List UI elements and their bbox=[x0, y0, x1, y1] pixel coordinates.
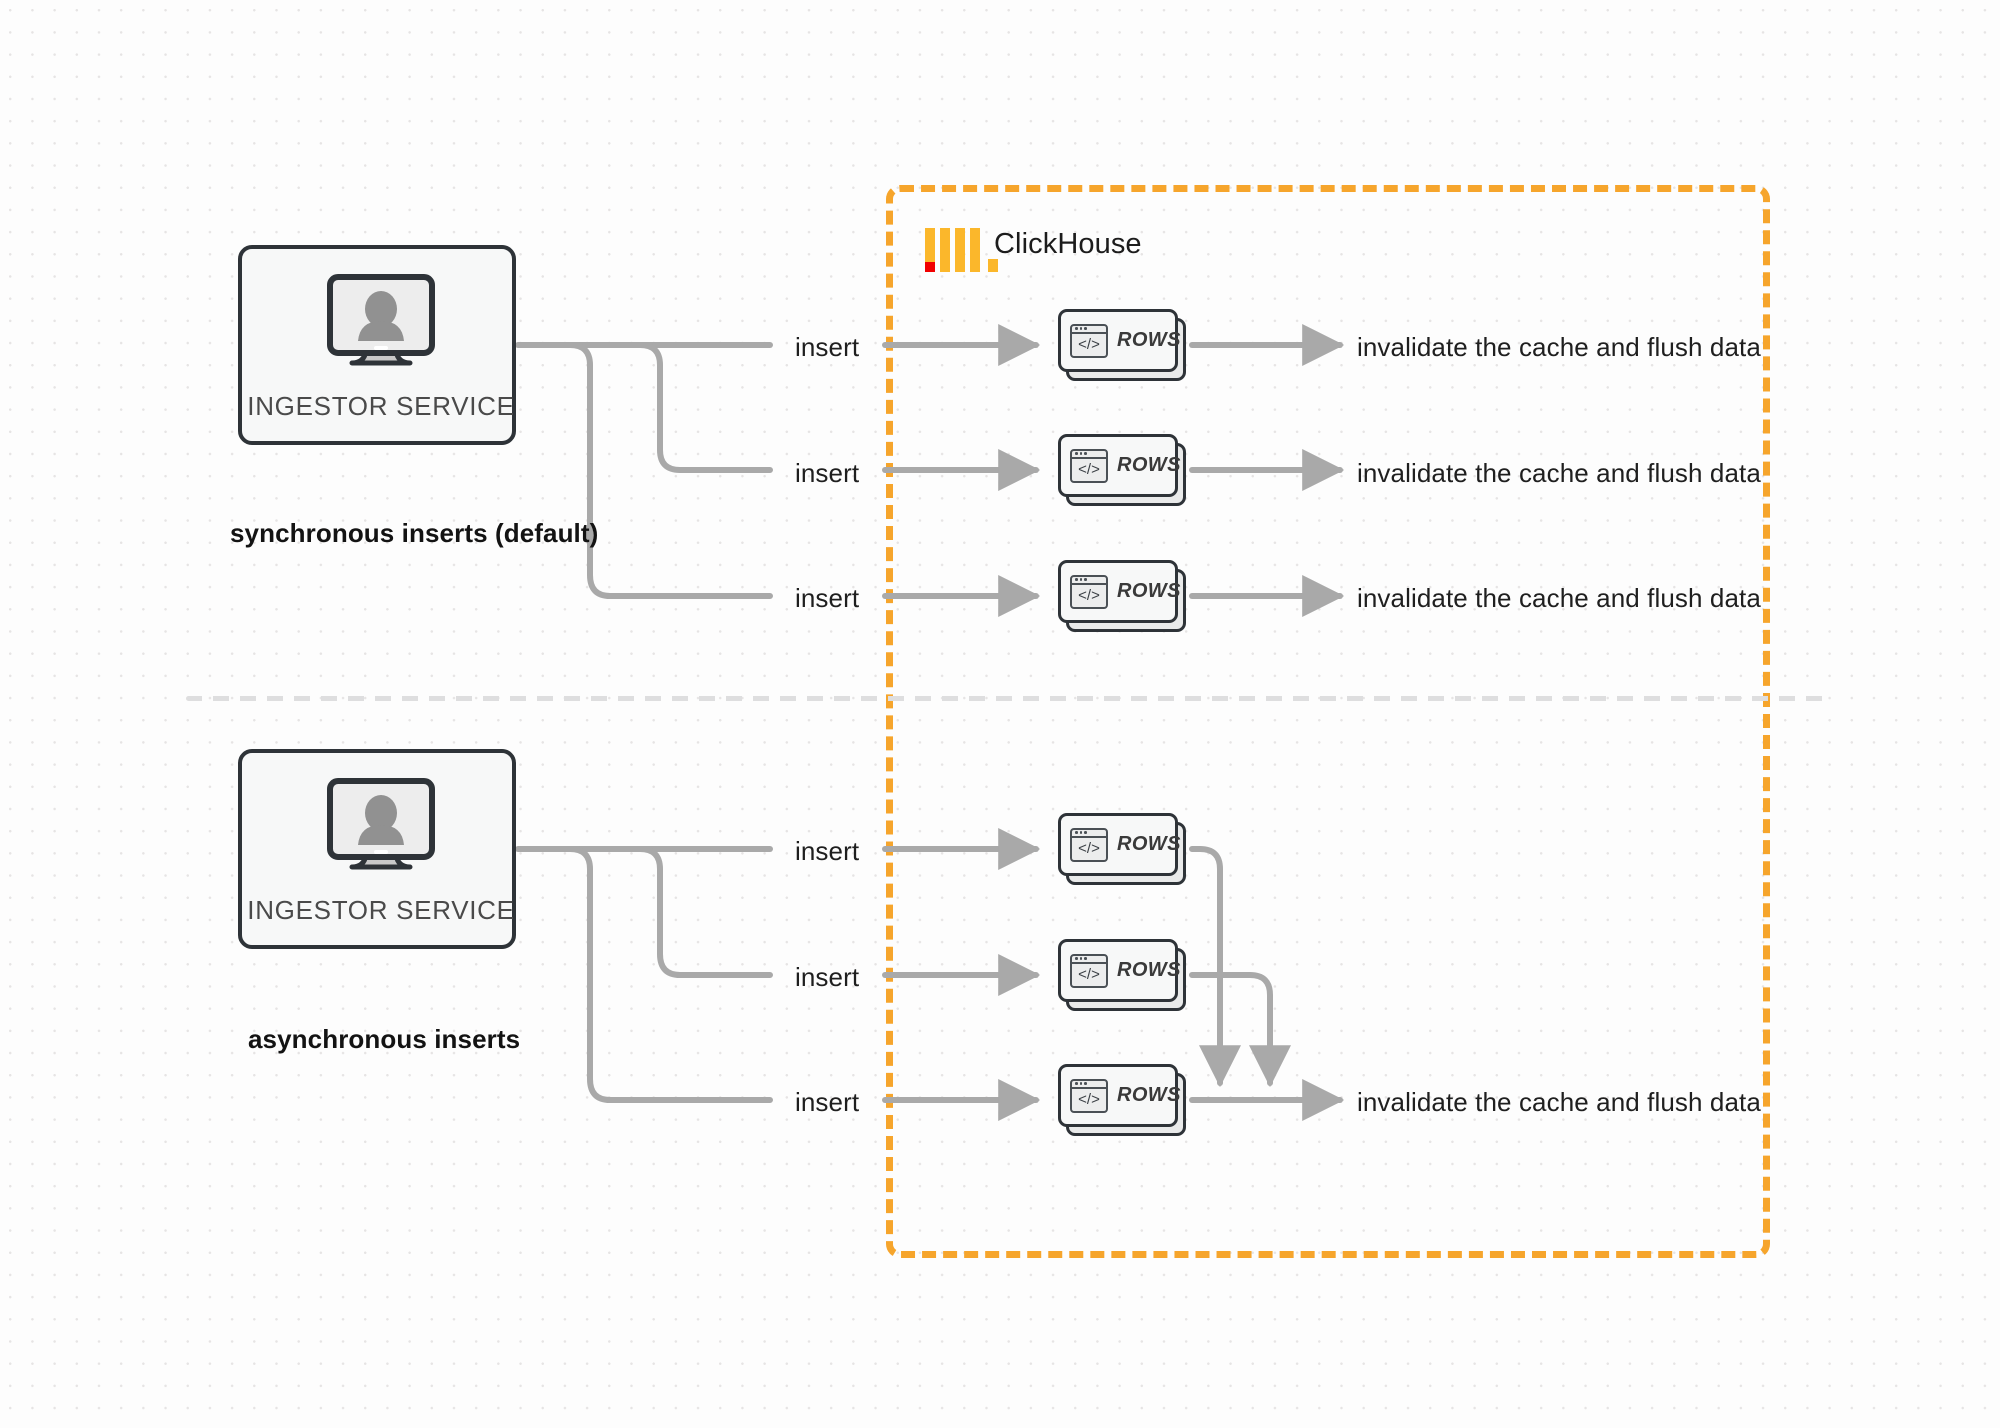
rows-card-front: </> ROWS bbox=[1058, 1064, 1181, 1127]
async-ingestor-service-label: INGESTOR SERVICE bbox=[247, 895, 515, 925]
section-divider bbox=[186, 696, 1826, 701]
rows-card-front: </> ROWS bbox=[1058, 560, 1181, 623]
clickhouse-boundary bbox=[886, 185, 1770, 1258]
async-insert-label-3: insert bbox=[795, 1087, 860, 1117]
window-dot bbox=[1079, 1082, 1082, 1085]
rows-label: ROWS bbox=[1117, 580, 1181, 602]
async-insert-label-1: insert bbox=[795, 836, 860, 866]
code-window-icon: </> bbox=[1070, 1078, 1108, 1113]
sync-insert-label-3: insert bbox=[795, 583, 860, 613]
window-titlebar bbox=[1072, 577, 1106, 585]
rows-label: ROWS bbox=[1117, 1084, 1181, 1106]
sync-branch-2 bbox=[577, 342, 773, 473]
code-glyph: </> bbox=[1078, 840, 1100, 857]
code-glyph: </> bbox=[1078, 336, 1100, 353]
sync-insert-label-1: insert bbox=[795, 332, 860, 362]
logo-bar-3 bbox=[955, 228, 965, 272]
clickhouse-logo bbox=[925, 228, 998, 272]
window-titlebar bbox=[1072, 326, 1106, 334]
window-titlebar bbox=[1072, 830, 1106, 838]
logo-bar-4 bbox=[970, 228, 980, 272]
window-dot bbox=[1075, 327, 1078, 330]
rows-label: ROWS bbox=[1117, 959, 1181, 981]
async-rows-node-1[interactable]: </> ROWS bbox=[1058, 813, 1186, 885]
window-dot bbox=[1079, 327, 1082, 330]
logo-bar-5 bbox=[988, 259, 998, 272]
window-dot bbox=[1084, 452, 1087, 455]
sync-rows-node-1[interactable]: </> ROWS bbox=[1058, 309, 1186, 381]
rows-label: ROWS bbox=[1117, 454, 1181, 476]
logo-bar-2 bbox=[940, 228, 950, 272]
window-titlebar bbox=[1072, 1081, 1106, 1089]
async-rows-node-3[interactable]: </> ROWS bbox=[1058, 1064, 1186, 1136]
async-branch-3 bbox=[542, 846, 773, 1103]
window-dot bbox=[1075, 1082, 1078, 1085]
window-dot bbox=[1075, 452, 1078, 455]
rows-card-front: </> ROWS bbox=[1058, 813, 1181, 876]
async-mode-label: asynchronous inserts bbox=[248, 1024, 521, 1054]
async-merge-line-1 bbox=[1189, 846, 1241, 1088]
window-dot bbox=[1084, 957, 1087, 960]
async-insert-label-2: insert bbox=[795, 962, 860, 992]
clickhouse-label: ClickHouse bbox=[994, 228, 1142, 260]
async-merged-flush-label: invalidate the cache and flush data bbox=[1357, 1087, 1761, 1117]
code-window-icon: </> bbox=[1070, 448, 1108, 483]
sync-rows-node-2[interactable]: </> ROWS bbox=[1058, 434, 1186, 506]
monitor-user-icon bbox=[327, 274, 435, 366]
rows-label: ROWS bbox=[1117, 833, 1181, 855]
window-dot bbox=[1079, 578, 1082, 581]
code-window-icon: </> bbox=[1070, 323, 1108, 358]
rows-card-front: </> ROWS bbox=[1058, 434, 1181, 497]
rows-card-front: </> ROWS bbox=[1058, 939, 1181, 1002]
code-glyph: </> bbox=[1078, 461, 1100, 478]
window-dot bbox=[1084, 1082, 1087, 1085]
async-rows-node-2[interactable]: </> ROWS bbox=[1058, 939, 1186, 1011]
code-window-icon: </> bbox=[1070, 827, 1108, 862]
window-dot bbox=[1075, 578, 1078, 581]
rows-card-front: </> ROWS bbox=[1058, 309, 1181, 372]
window-dot bbox=[1084, 327, 1087, 330]
async-branch-2 bbox=[577, 846, 773, 978]
sync-branch-3 bbox=[542, 342, 773, 599]
code-glyph: </> bbox=[1078, 587, 1100, 604]
sync-mode-label: synchronous inserts (default) bbox=[230, 518, 599, 548]
window-dot bbox=[1079, 957, 1082, 960]
window-dot bbox=[1079, 831, 1082, 834]
window-dot bbox=[1075, 957, 1078, 960]
rows-label: ROWS bbox=[1117, 329, 1181, 351]
sync-ingestor-service-box[interactable]: INGESTOR SERVICE bbox=[238, 245, 516, 445]
sync-flush-label-2: invalidate the cache and flush data bbox=[1357, 458, 1761, 488]
window-dot bbox=[1084, 578, 1087, 581]
code-window-icon: </> bbox=[1070, 953, 1108, 988]
code-glyph: </> bbox=[1078, 966, 1100, 983]
logo-bar-1 bbox=[925, 228, 935, 272]
window-titlebar bbox=[1072, 956, 1106, 964]
sync-flush-label-3: invalidate the cache and flush data bbox=[1357, 583, 1761, 613]
sync-ingestor-service-label: INGESTOR SERVICE bbox=[247, 391, 515, 421]
code-glyph: </> bbox=[1078, 1091, 1100, 1108]
code-window-icon: </> bbox=[1070, 574, 1108, 609]
monitor-user-icon bbox=[327, 778, 435, 870]
sync-flush-label-1: invalidate the cache and flush data bbox=[1357, 332, 1761, 362]
async-ingestor-service-box[interactable]: INGESTOR SERVICE bbox=[238, 749, 516, 949]
sync-insert-label-2: insert bbox=[795, 458, 860, 488]
window-titlebar bbox=[1072, 451, 1106, 459]
sync-rows-node-3[interactable]: </> ROWS bbox=[1058, 560, 1186, 632]
window-dot bbox=[1079, 452, 1082, 455]
window-dot bbox=[1084, 831, 1087, 834]
window-dot bbox=[1075, 831, 1078, 834]
async-merge-line-2 bbox=[1189, 972, 1291, 1088]
